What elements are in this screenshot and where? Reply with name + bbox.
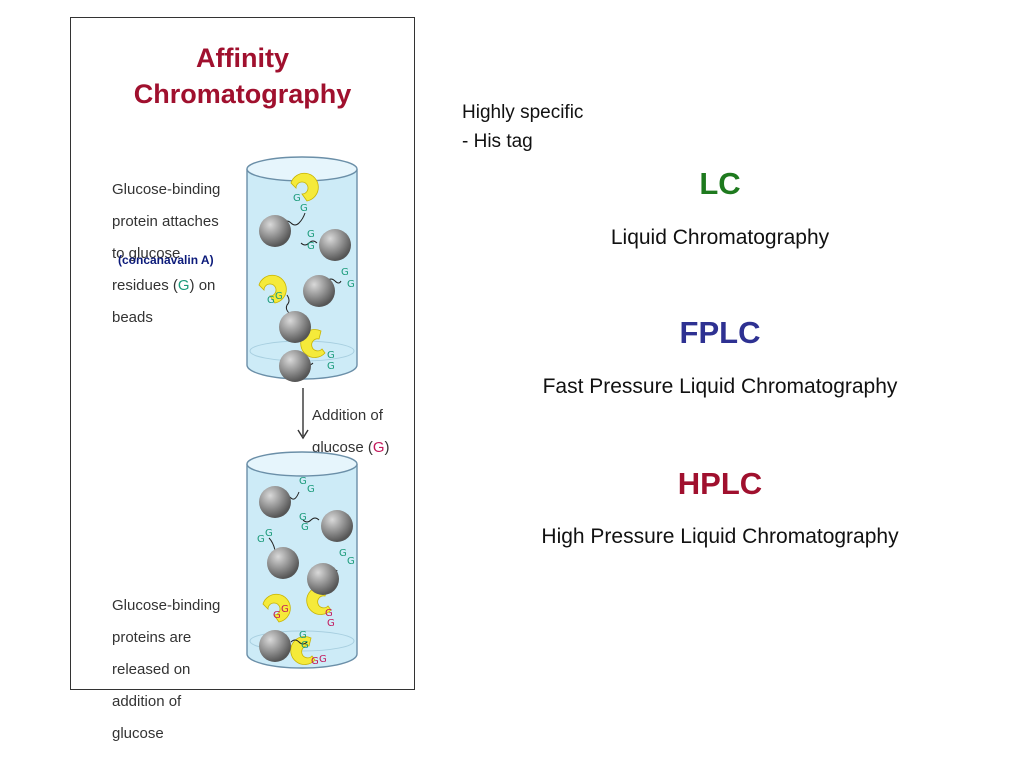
svg-text:G: G (347, 556, 355, 567)
panel-title-line1: Affinity (196, 43, 289, 73)
note-his-tag: - His tag (462, 131, 533, 152)
addition-text: Addition of glucose (G) (312, 392, 390, 472)
lc-acronym: LC (699, 166, 741, 201)
desc-top-line2: protein attaches (112, 213, 219, 230)
svg-text:G: G (341, 267, 349, 278)
desc-top-line1: Glucose-binding (112, 181, 221, 198)
column-top-rim (246, 451, 358, 477)
hplc-full-name: High Pressure Liquid Chromatography (541, 525, 899, 548)
desc-bottom-line3: released on (112, 661, 191, 678)
svg-text:G: G (327, 618, 335, 629)
svg-text:G: G (299, 630, 307, 641)
svg-text:G: G (327, 361, 335, 372)
svg-text:G: G (275, 291, 283, 302)
addition-line2-pre: glucose ( (312, 439, 373, 456)
desc-bottom-line5: glucose (112, 725, 164, 742)
fplc-acronym: FPLC (679, 315, 761, 350)
concanavalin-label: (concanavalin A) (118, 253, 214, 267)
svg-text:G: G (301, 522, 309, 533)
svg-text:G: G (257, 534, 265, 545)
lc-full-name: Liquid Chromatography (610, 226, 830, 249)
svg-text:G: G (281, 604, 289, 615)
addition-line2: glucose (G) (312, 440, 390, 456)
svg-text:G: G (307, 241, 315, 252)
svg-text:G: G (299, 512, 307, 523)
svg-text:G: G (299, 476, 307, 487)
addition-line2-g: G (372, 439, 385, 456)
svg-text:G: G (327, 350, 335, 361)
desc-top-line4: residues (G) on (112, 278, 220, 294)
svg-text:G: G (307, 229, 315, 240)
svg-text:G: G (325, 608, 333, 619)
desc-top-line4-g: G (177, 277, 190, 294)
svg-text:G: G (319, 654, 327, 665)
description-release: Glucose-binding proteins are released on… (112, 582, 220, 758)
desc-bottom-line1: Glucose-binding (112, 597, 221, 614)
down-arrow-icon (297, 388, 309, 440)
desc-top-line3: to glucose (112, 245, 181, 262)
beads (259, 215, 351, 382)
svg-text:G: G (273, 610, 281, 621)
addition-line2-post: ) (384, 439, 390, 456)
svg-text:G: G (300, 203, 308, 214)
svg-text:G: G (293, 193, 301, 204)
svg-text:G: G (265, 528, 273, 539)
affinity-chromatography-panel: Affinity Chromatography Glucose-binding … (70, 17, 415, 742)
desc-top-line4-post: ) on (189, 277, 216, 294)
svg-text:G: G (339, 548, 347, 559)
fplc-full-name: Fast Pressure Liquid Chromatography (542, 375, 898, 398)
beads (259, 486, 353, 662)
description-binding: Glucose-binding protein attaches to gluc… (112, 166, 220, 342)
hplc-acronym: HPLC (677, 466, 763, 501)
panel-title-line2: Chromatography (133, 79, 352, 109)
desc-bottom-line4: addition of (112, 693, 182, 710)
svg-text:G: G (307, 484, 315, 495)
svg-text:G: G (347, 279, 355, 290)
addition-line1: Addition of (312, 407, 383, 424)
desc-top-line5: beads (112, 309, 153, 326)
note-highly-specific: Highly specific (462, 102, 584, 123)
svg-text:G: G (301, 640, 309, 651)
svg-text:G: G (311, 656, 319, 667)
desc-bottom-line2: proteins are (112, 629, 192, 646)
desc-top-line4-pre: residues ( (112, 277, 178, 294)
svg-text:G: G (267, 295, 275, 306)
